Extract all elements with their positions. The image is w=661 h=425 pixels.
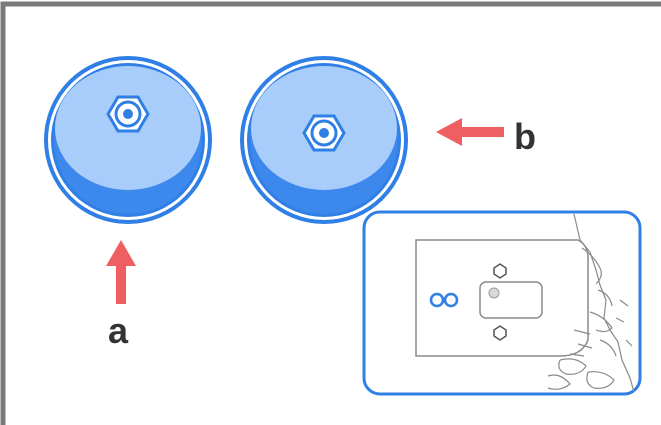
hex-nut-icon	[302, 114, 346, 152]
label-b: b	[514, 116, 536, 157]
inset-terrain-sketch	[547, 213, 635, 393]
hex-nut-icon	[106, 95, 150, 133]
arrow-icon	[436, 118, 504, 146]
hex-nut-icon	[493, 325, 507, 341]
disc-b	[240, 56, 408, 224]
infinity-icon	[429, 292, 459, 308]
hex-nut-icon	[493, 263, 507, 279]
inset-detail-panel	[362, 210, 642, 396]
inset-sensor-dot	[488, 287, 500, 299]
disc-a	[44, 56, 212, 224]
inset-sensor-window	[479, 281, 543, 319]
arrow-icon	[106, 240, 136, 304]
label-a: a	[108, 310, 129, 351]
